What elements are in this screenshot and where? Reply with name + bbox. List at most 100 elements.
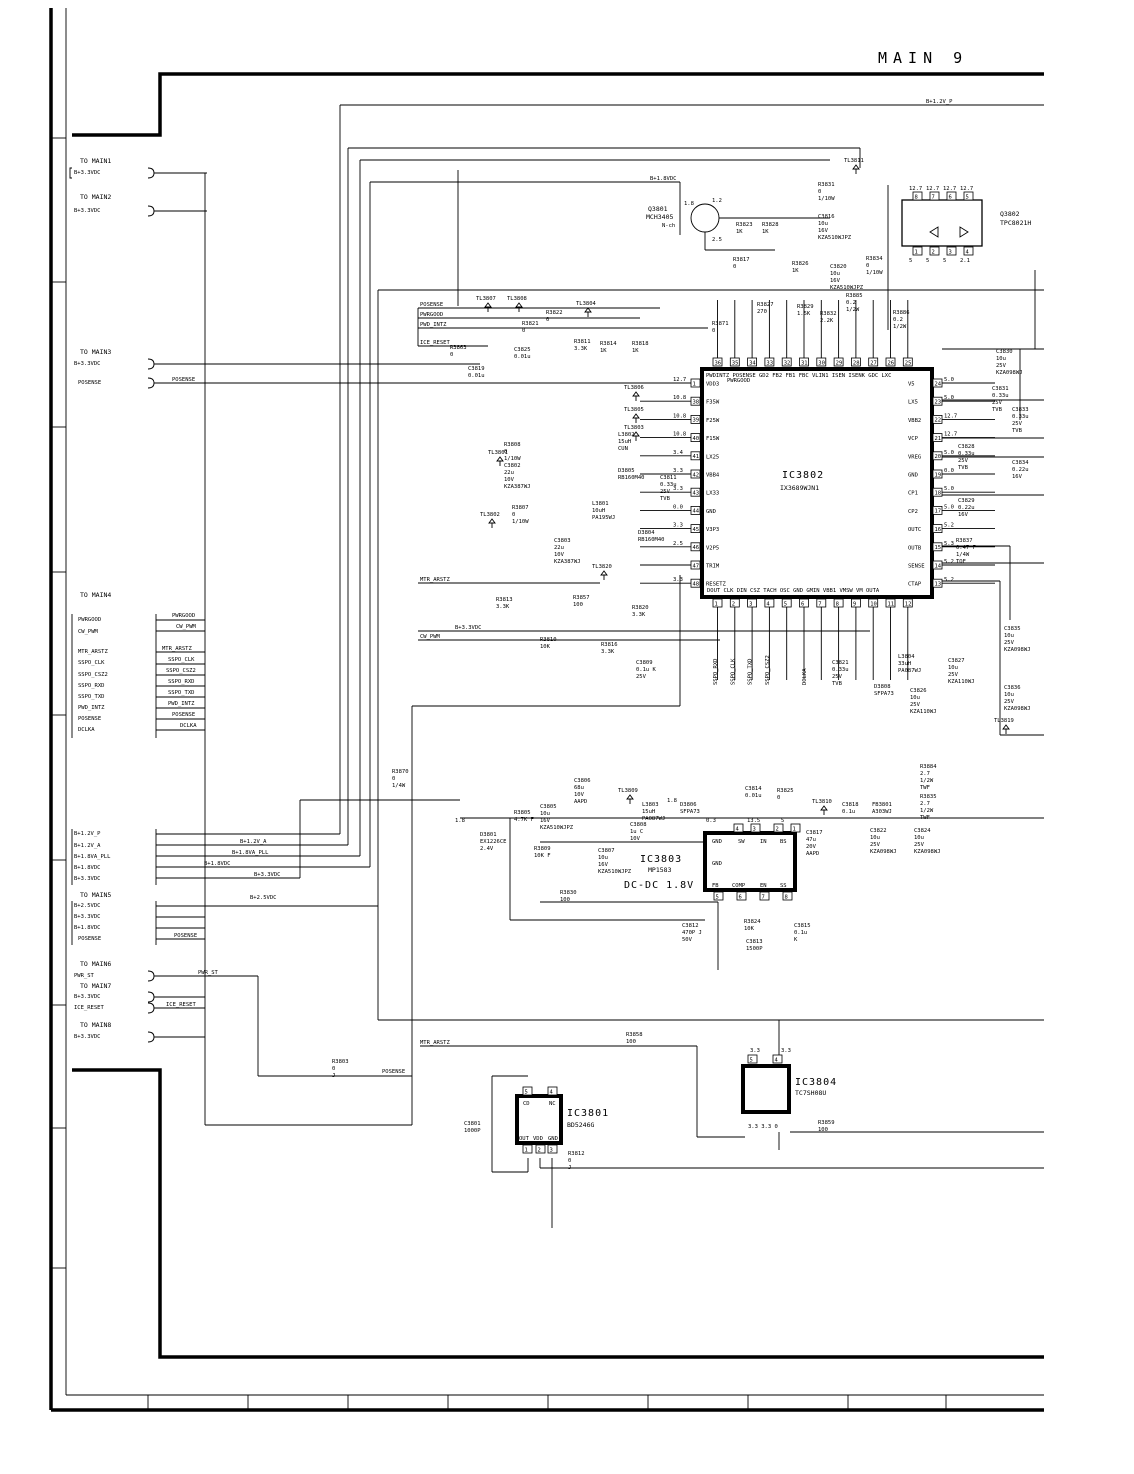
pin-number: 7 [762,894,765,900]
svg-text:PWR_ST: PWR_ST [198,970,219,976]
component-value: 0 [392,776,395,782]
component-value: 3.3K [496,604,510,610]
component-value: 1000P [464,1128,481,1134]
pin-number: 2 [732,601,735,607]
testpoint-symbol [820,805,828,815]
component-value: 22u [504,470,514,476]
testpoint-symbol [584,307,592,317]
svg-text:2.5: 2.5 [712,237,722,243]
component-value: 0.1u K [636,667,657,673]
component-rating: 1/2W [920,808,934,814]
component-value: 15uH [618,439,631,445]
component-rating: 10V [574,792,585,798]
component-value: 0.01u [745,793,762,799]
svg-text:POSENSE: POSENSE [420,302,443,308]
net-label: SSPO_CSZ2 [765,655,771,685]
pin-number: 28 [853,360,860,366]
component-rating: KZA387WJ [554,559,581,565]
component-value: 470P J [682,930,702,936]
ic3803-pin [733,823,744,833]
component-ref: R3825 [777,788,794,794]
pin-number: 20 [935,454,942,460]
svg-text:POSENSE: POSENSE [172,377,195,383]
component-rating: K [794,937,798,943]
pin-number: 47 [693,563,700,569]
svg-text:PWRGOOD: PWRGOOD [420,312,443,318]
svg-text:PWDINTZ POSENSE GD2 FB2: PWDINTZ POSENSE GD2 FB2 FB1 FBC VLIN1 IS… [706,373,891,379]
pin-number: 45 [693,527,700,533]
pin-voltage: 5 [781,818,784,824]
pin-number: 7 [818,601,821,607]
svg-text:B+3.3VDC: B+3.3VDC [74,914,101,920]
testpoint-label: TL3801 [488,450,508,456]
svg-text:B+1.8VDC: B+1.8VDC [650,176,677,182]
component-ref: D3808 [874,684,891,690]
pin-number: 40 [693,436,700,442]
component-labels: R383101/10WC381610u16VKZA510WJPZR38231KR… [332,182,1031,1171]
testpoint-symbol [484,302,492,312]
svg-text:B+3.3VDC: B+3.3VDC [74,1034,101,1040]
component-rating: KZA510WJPZ [540,825,574,831]
svg-text:COMP: COMP [732,883,746,889]
component-value: 15uH [642,809,655,815]
svg-text:B+1.2V_P: B+1.2V_P [926,99,953,105]
q3802-pin [929,191,940,201]
component-ref: C3811 [660,475,677,481]
pin-name: VBB2 [908,418,921,424]
testpoint-tl3809: TL3809 [618,788,638,804]
component-value: 1u C [630,829,643,835]
pin-voltage: 5 [926,258,929,264]
component-ref: R3821 [522,321,539,327]
testpoint-label: TL3811 [844,158,864,164]
ic3804-pin [772,1054,783,1064]
board-outline [72,72,1044,1359]
pin-voltage: 2.5 [673,541,683,547]
svg-text:OUT: OUT [519,1136,530,1142]
svg-text:NC: NC [549,1101,556,1107]
component-ref: R3820 [632,605,649,611]
svg-text:1.8: 1.8 [684,201,694,207]
component-value: RB160M40 [638,537,665,543]
component-rating: 25V [636,674,647,680]
testpoint-symbol [852,164,860,174]
testpoint-label: TL3810 [812,799,832,805]
testpoint-label: TL3802 [480,512,500,518]
component-ref: C3835 [1004,626,1021,632]
testpoint-label: TL3807 [476,296,496,302]
q3802-pin [963,246,974,256]
pin-number: 19 [935,472,942,478]
pin-name: LX25 [706,454,719,460]
net-voltage: 1.8 [667,798,677,804]
ic3801-pin [522,1144,533,1154]
svg-text:PWRGOOD: PWRGOOD [172,613,195,619]
testpoint-label: TL3819 [994,718,1014,724]
svg-text:PWD_INTZ: PWD_INTZ [420,322,447,328]
component-ref: C3807 [598,848,615,854]
pin-number: 3 [949,249,952,255]
component-value: 0.1u [842,809,855,815]
ic3804-ref: IC3804 [795,1077,837,1088]
component-value: 0.33u [1012,414,1029,420]
component-rating: KZA387WJ [504,484,531,490]
component-value: 100 [818,1127,828,1133]
